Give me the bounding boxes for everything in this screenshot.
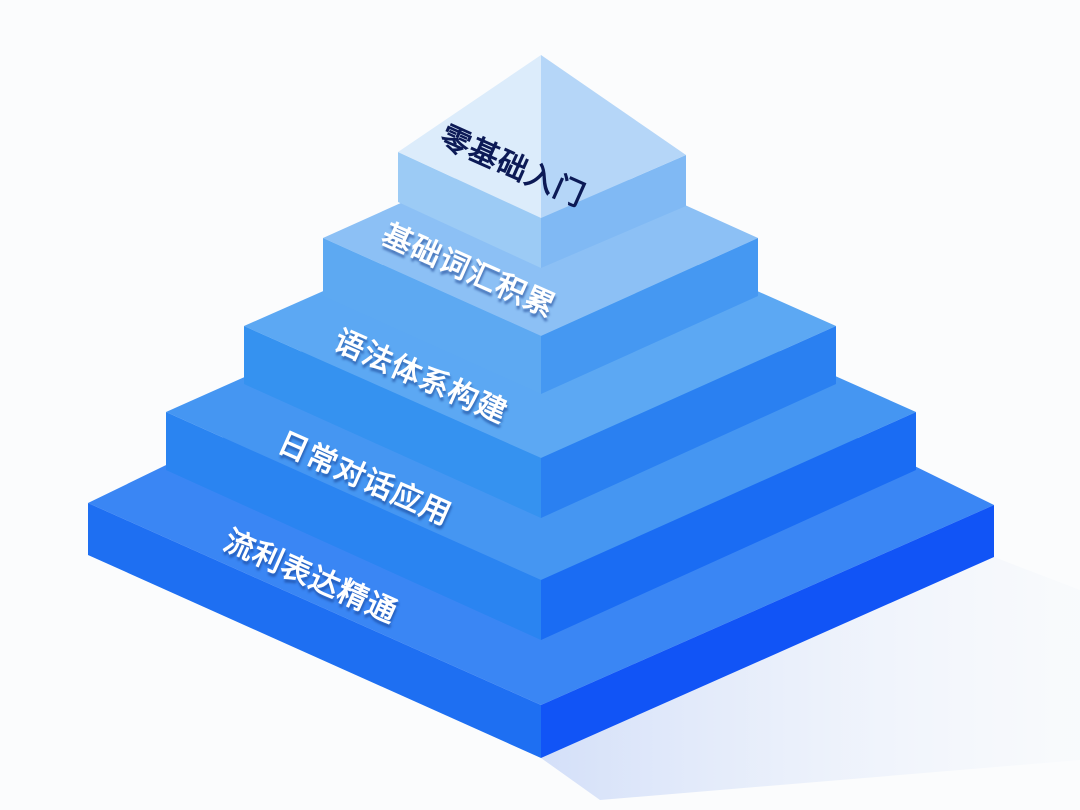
floor-shadow (541, 557, 1080, 800)
tier-1-block (398, 55, 686, 268)
